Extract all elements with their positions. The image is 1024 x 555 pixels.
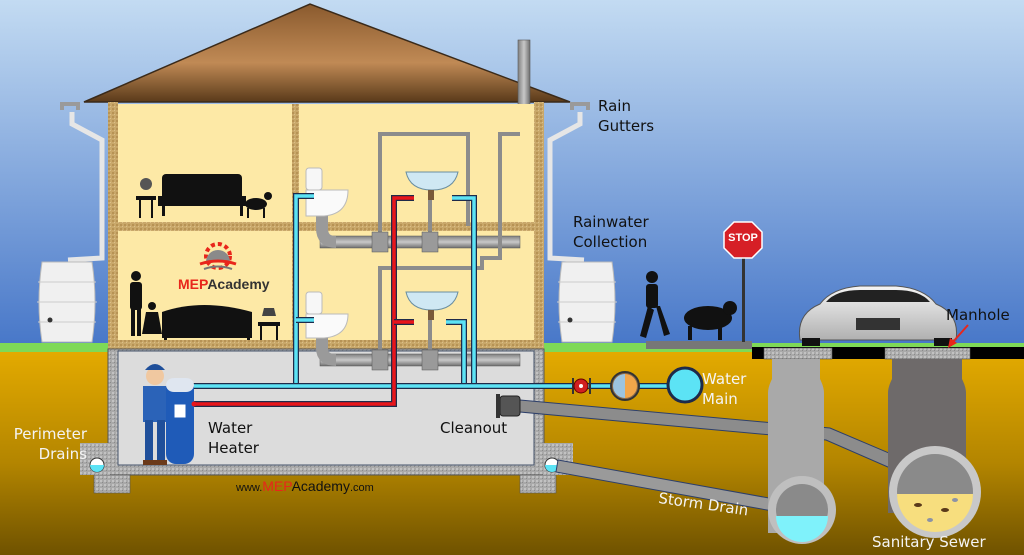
mep-logo-icon (199, 242, 237, 270)
sofa-upstairs (158, 174, 246, 216)
rain-gutter-left (60, 102, 105, 263)
shutoff-valve (572, 378, 591, 394)
toilet-downstairs (305, 291, 349, 339)
sanitary-sewer-cross-section (889, 446, 981, 538)
water-main-pipe (666, 366, 704, 404)
sink-upstairs (405, 171, 459, 200)
label-rainwater-collection: Rainwater Collection (573, 213, 649, 251)
drain-waste-vent-piping (316, 132, 521, 371)
roof (83, 3, 571, 103)
stop-sign (723, 221, 763, 342)
water-heater (166, 378, 197, 464)
rain-barrel-left (37, 261, 97, 343)
sink-downstairs (405, 291, 459, 320)
cleanout-fitting (496, 394, 521, 418)
plumber-figure (143, 364, 167, 465)
website-url: www.MEPAcademy.com (236, 478, 374, 494)
rain-gutter-right (547, 102, 590, 263)
girl-walking-dog (640, 271, 670, 338)
house-right-wall (534, 102, 544, 352)
footing-right (519, 474, 557, 494)
label-water-main: Water Main (702, 370, 747, 408)
water-meter (610, 371, 640, 401)
logo-text: MEPAcademy (178, 276, 270, 292)
mep-academy-logo: MEPAcademy (178, 246, 288, 296)
manhole-arrow (948, 324, 969, 348)
perimeter-drain-pipe-right (544, 457, 560, 473)
manhole-cover-sanitary (884, 347, 971, 360)
toilet-upstairs (305, 167, 349, 217)
sports-car (798, 285, 958, 346)
label-rain-gutters: Rain Gutters (598, 97, 655, 135)
stop-sign-text: STOP (728, 232, 758, 244)
dog-upstairs (245, 192, 272, 218)
label-water-heater: Water Heater (208, 419, 259, 457)
label-manhole: Manhole (946, 306, 1010, 324)
manhole-cover-storm (763, 347, 833, 360)
sofa-downstairs (162, 305, 252, 340)
sidewalk (646, 341, 752, 349)
perimeter-drain-pipe-left (89, 457, 105, 473)
label-sanitary-sewer: Sanitary Sewer (872, 533, 986, 551)
family-silhouette (130, 271, 162, 336)
label-cleanout: Cleanout (440, 419, 508, 437)
label-perimeter-drains: Perimeter Drains (13, 425, 87, 463)
dog-silhouette (684, 301, 737, 340)
house-left-wall (108, 102, 118, 352)
storm-drain-cross-section (768, 476, 836, 544)
rain-barrel-right (557, 261, 617, 343)
hot-water-supply (190, 195, 414, 407)
lamp-table-downstairs (258, 308, 280, 340)
side-table-upstairs (136, 178, 156, 218)
footing-left (93, 474, 131, 494)
